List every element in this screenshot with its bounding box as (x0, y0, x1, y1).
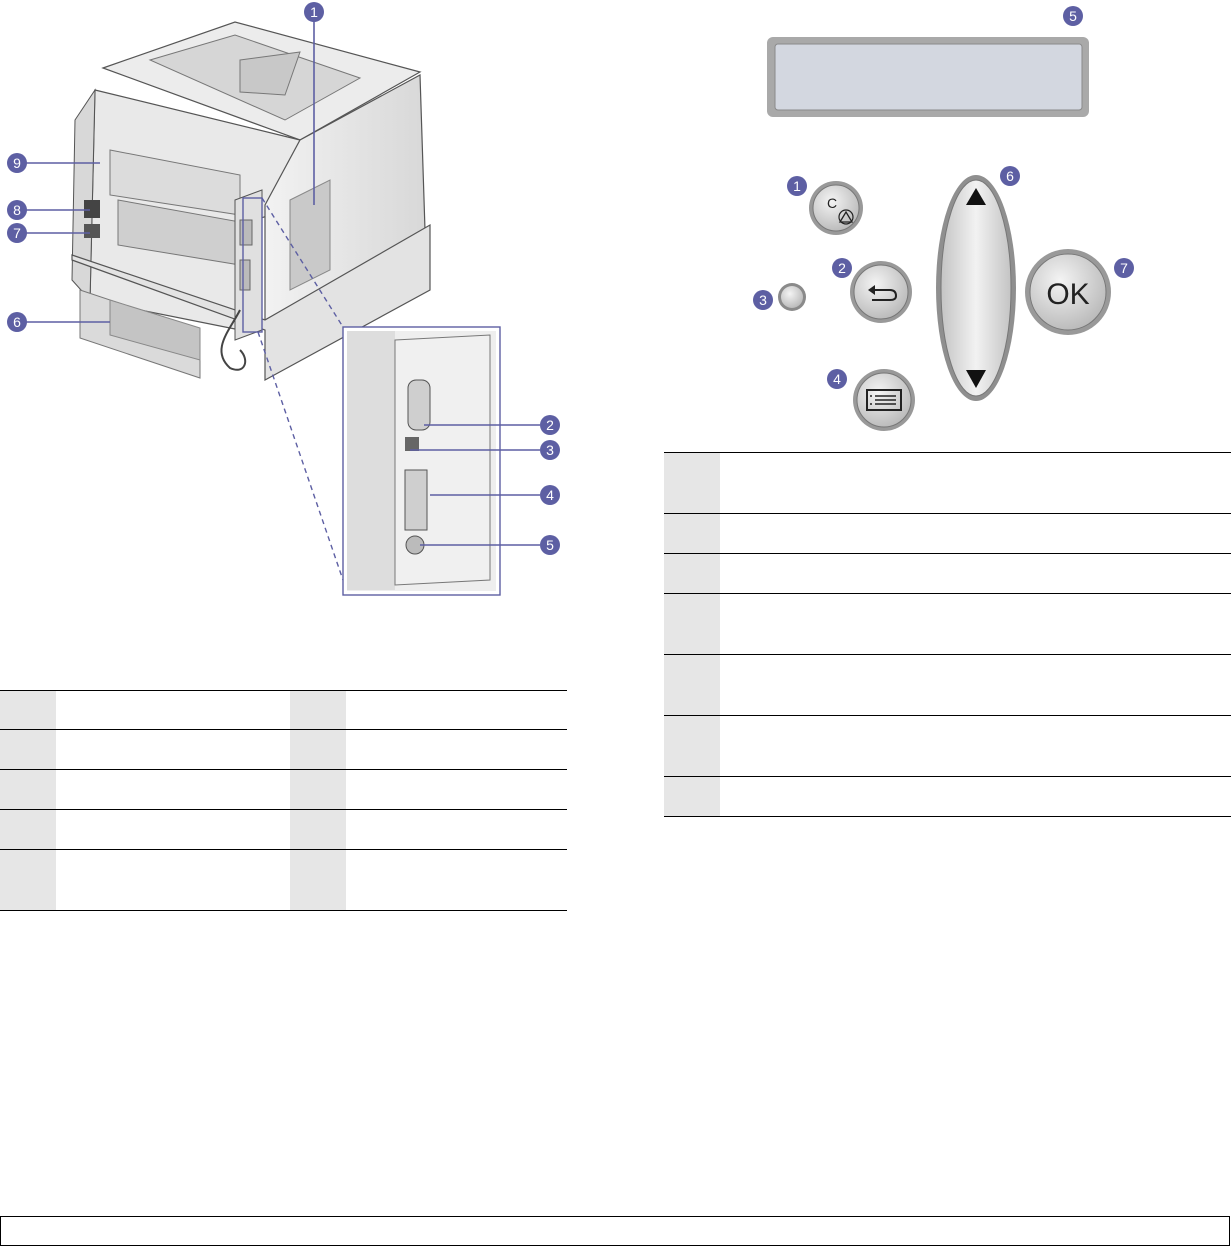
panel-callout-2: 2 (832, 258, 852, 278)
callout-1: 1 (304, 2, 324, 22)
svg-text:7: 7 (13, 225, 21, 241)
table-row (0, 690, 567, 730)
callout-9: 9 (7, 153, 27, 173)
table-row (664, 715, 1231, 777)
printer-rear-view-figure: 1 9 8 7 6 2 3 4 5 (7, 2, 560, 596)
table-row (664, 553, 1231, 594)
navigation-scroll-button[interactable] (936, 175, 1016, 401)
callout-8: 8 (7, 200, 27, 220)
table-row (0, 769, 567, 810)
svg-text:5: 5 (546, 537, 554, 553)
svg-text:6: 6 (1006, 168, 1014, 184)
status-led (778, 283, 806, 311)
table-row (664, 776, 1231, 817)
svg-text:1: 1 (793, 178, 801, 194)
svg-text:7: 7 (1120, 260, 1128, 276)
callout-3: 3 (540, 440, 560, 460)
table-row (0, 849, 567, 911)
svg-text:9: 9 (13, 155, 21, 171)
svg-text:4: 4 (833, 371, 841, 387)
ok-button[interactable]: OK (1025, 249, 1111, 335)
svg-text:C: C (827, 195, 837, 211)
panel-callout-1: 1 (787, 176, 807, 196)
svg-text:4: 4 (546, 487, 554, 503)
callout-6: 6 (7, 312, 27, 332)
callout-2: 2 (540, 415, 560, 435)
cancel-button[interactable]: C (809, 181, 863, 235)
menu-button[interactable] (853, 369, 915, 431)
panel-callout-7: 7 (1114, 258, 1134, 278)
table-row (664, 513, 1231, 554)
svg-text:8: 8 (13, 202, 21, 218)
table-row (0, 729, 567, 770)
panel-callout-6: 6 (1000, 166, 1020, 186)
control-panel-legend-table (664, 452, 1231, 817)
page-footer (0, 1216, 1230, 1246)
back-button[interactable] (850, 261, 912, 323)
svg-text:1: 1 (310, 4, 318, 20)
svg-text:2: 2 (546, 417, 554, 433)
table-row (664, 593, 1231, 655)
lcd-display (767, 37, 1089, 117)
svg-text:2: 2 (838, 260, 846, 276)
panel-callout-5: 5 (1063, 6, 1083, 26)
panel-callout-4: 4 (827, 369, 847, 389)
table-row (0, 809, 567, 850)
control-panel-figure: C OK 5 1 6 2 7 3 4 (753, 6, 1134, 431)
table-row (664, 654, 1231, 716)
callout-4: 4 (540, 485, 560, 505)
table-row (664, 452, 1231, 514)
rear-view-legend-table (0, 690, 567, 911)
callout-7: 7 (7, 223, 27, 243)
panel-callout-3: 3 (753, 290, 773, 310)
svg-text:3: 3 (759, 292, 767, 308)
svg-text:5: 5 (1069, 8, 1077, 24)
svg-text:3: 3 (546, 442, 554, 458)
up-arrow-icon[interactable] (966, 188, 986, 205)
callout-5: 5 (540, 535, 560, 555)
down-arrow-icon[interactable] (966, 370, 986, 388)
svg-text:6: 6 (13, 314, 21, 330)
svg-text:OK: OK (1046, 278, 1089, 311)
